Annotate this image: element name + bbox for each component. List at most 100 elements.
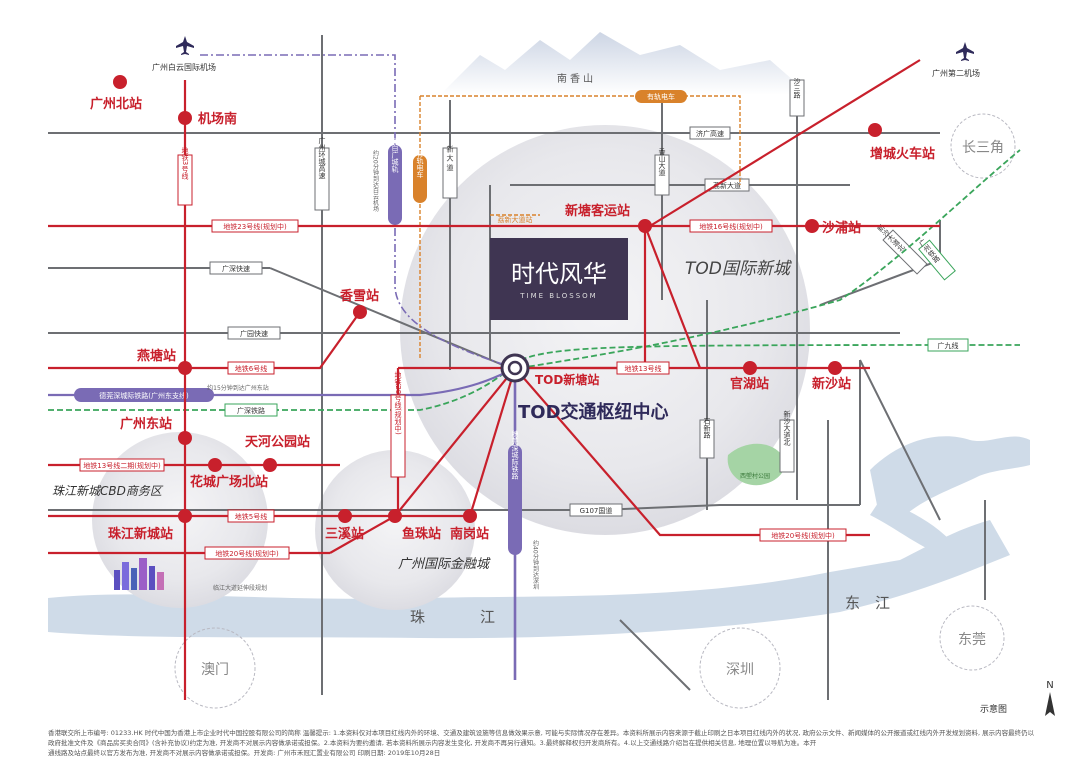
station-airport-south: 机场南 (198, 111, 237, 127)
region-tod-hub: TOD交通枢纽中心 (518, 401, 669, 423)
rail-guangjiu: 广九线 (938, 341, 959, 350)
road-linjiang: 临江大道延伸段规划 (213, 584, 267, 592)
region-dongguan: 东莞 (958, 632, 986, 648)
metro-m20b: 地铁20号线(规划中) (771, 531, 835, 540)
park-label: 西塱村公园 (740, 472, 770, 480)
station-marker-shapu (805, 219, 819, 233)
note-airport-time: 约20分钟到达白云机场 (372, 149, 379, 213)
station-guanhu: 官湖站 (730, 376, 769, 392)
station-shapu: 沙浦站 (822, 220, 861, 236)
region-financial: 广州国际金融城 (398, 556, 491, 572)
tram-label-h: 有轨电车 (647, 92, 675, 101)
metro-m3: 地铁3号线 (181, 146, 189, 179)
station-marker-xintang-bus (638, 219, 652, 233)
mountain-range (440, 32, 810, 95)
region-changsanjiao-circle (950, 113, 1016, 179)
river-zhu: 珠 (410, 608, 425, 626)
station-gz-east: 广州东站 (120, 416, 172, 432)
tram-label-v: 有轨电车 (416, 149, 424, 179)
station-xintang-bus: 新塘客运站 (565, 203, 630, 219)
metro-m16: 地铁16号线(规划中) (699, 222, 763, 231)
road-xinda: 新 大 道 (446, 144, 454, 171)
station-marker-zengcheng (868, 123, 882, 137)
metro-m28: 地铁28号线(规划中) (394, 370, 402, 434)
river-east-branch (870, 436, 1030, 520)
rail-gaungshen-east: 德莞深城际铁路(广州东支线) (99, 391, 189, 400)
station-yuzhu: 鱼珠站 (402, 526, 441, 542)
region-shenzhen-circle (699, 627, 781, 709)
project-name-cn: 时代风华 (511, 260, 607, 288)
station-marker-yuzhu (388, 509, 402, 523)
station-sanxi: 三溪站 (325, 526, 364, 542)
station-marker-xiangxue (353, 305, 367, 319)
road-shixin: 石新路 (703, 418, 711, 440)
station-marker-sanxi (338, 509, 352, 523)
metro-m13-phase2: 地铁13号线二期(规划中) (83, 461, 161, 470)
compass-label: N (1046, 680, 1053, 691)
tram-stop-lixin: 荔新大道站 (498, 215, 533, 224)
rail-xinbaiguang: 新白广城轨 (391, 137, 399, 174)
park-area (727, 443, 785, 486)
road-lixin: 荔新大道 (713, 181, 741, 190)
mountain-label: 南 香 山 (557, 72, 593, 85)
disclaimer-line-1: 香港联交所上市编号: 01233.HK 时代中国为香港上市企业时代中国控股有限公… (48, 729, 1035, 747)
road-network (48, 35, 986, 700)
station-xiangxue: 香雪站 (339, 288, 379, 304)
rail-dgsz: 穗莞深城际铁路 (511, 430, 519, 481)
station-gz-north: 广州北站 (90, 96, 142, 112)
metro-m20: 地铁20号线(规划中) (215, 549, 279, 558)
tod-hub-inner (507, 360, 523, 376)
river-jiang: 江 (480, 608, 495, 626)
road-xinsha-dadao: 新沙大道北 (783, 410, 791, 447)
region-shenzhen: 深圳 (726, 662, 754, 678)
river-dong: 东 (845, 594, 860, 612)
station-tod-xintang: TOD新塘站 (535, 372, 599, 387)
station-marker-xinsha (828, 361, 842, 375)
station-zengcheng: 增城火车站 (870, 146, 935, 162)
rail-guangshen: 广深铁路 (237, 406, 265, 415)
road-jiguang: 济广高速 (696, 129, 724, 138)
road-xiangshan: 香山大道 (658, 147, 666, 177)
airplane-icon-2 (956, 42, 974, 61)
metro-m23: 地铁23号线(规划中) (223, 222, 287, 231)
project-name-en: TIME BLOSSOM (519, 292, 597, 300)
region-cbd: 珠江新城CBD商务区 (52, 484, 164, 498)
station-marker-nangang (463, 509, 477, 523)
metro-m13: 地铁13号线 (625, 364, 662, 373)
compass-icon (1045, 692, 1055, 716)
airport-baiyun: 广州白云国际机场 (152, 62, 216, 72)
metro-m5: 地铁5号线 (235, 512, 267, 521)
rail-green (48, 149, 1021, 411)
station-marker-gz-north (113, 75, 127, 89)
region-macau-circle (174, 627, 256, 709)
note-gz-east-time: 约15分钟到达广州东站 (207, 384, 269, 392)
pearl-river (48, 520, 1010, 639)
station-marker-airport-south (178, 111, 192, 125)
metro-m6: 地铁6号线 (235, 364, 267, 373)
project-logo-box (490, 238, 628, 320)
airplane-icon (176, 36, 194, 55)
river-jiang2: 江 (875, 594, 890, 612)
station-marker-gz-east (178, 431, 192, 445)
station-xinsha: 新沙站 (812, 376, 851, 392)
station-yantang: 燕塘站 (137, 348, 176, 364)
station-nangang: 南岗站 (450, 526, 489, 542)
road-huancheng: 广州环城高速 (318, 136, 326, 180)
station-marker-huacheng (208, 458, 222, 472)
tram-line (419, 95, 741, 360)
region-changsanjiao: 长三角 (962, 140, 1004, 156)
airport-second: 广州第二机场 (932, 68, 980, 78)
region-tod-city: TOD国际新城 (685, 259, 793, 279)
disclaimer-line-2: 通线路及站点最终以官方发布为准, 开发商不对展示内容做承诺或担保。开发商: 广州… (48, 749, 441, 757)
river-inlet (870, 500, 950, 550)
region-macau: 澳门 (201, 662, 229, 678)
disclaimer: 香港联交所上市编号: 01233.HK 时代中国为香港上市企业时代中国控股有限公… (48, 728, 1038, 758)
skyline-icon (114, 558, 164, 590)
road-guangzhou-exp: 广园快速 (240, 329, 268, 338)
station-huacheng-north: 花城广场北站 (190, 474, 268, 490)
road-shasan: 沙三路 (793, 78, 801, 100)
orb-financial (315, 450, 475, 610)
note-shenzhen-time: 约40分钟到达深圳 (532, 539, 539, 591)
station-zhujiang-newtown: 珠江新城站 (108, 526, 173, 542)
